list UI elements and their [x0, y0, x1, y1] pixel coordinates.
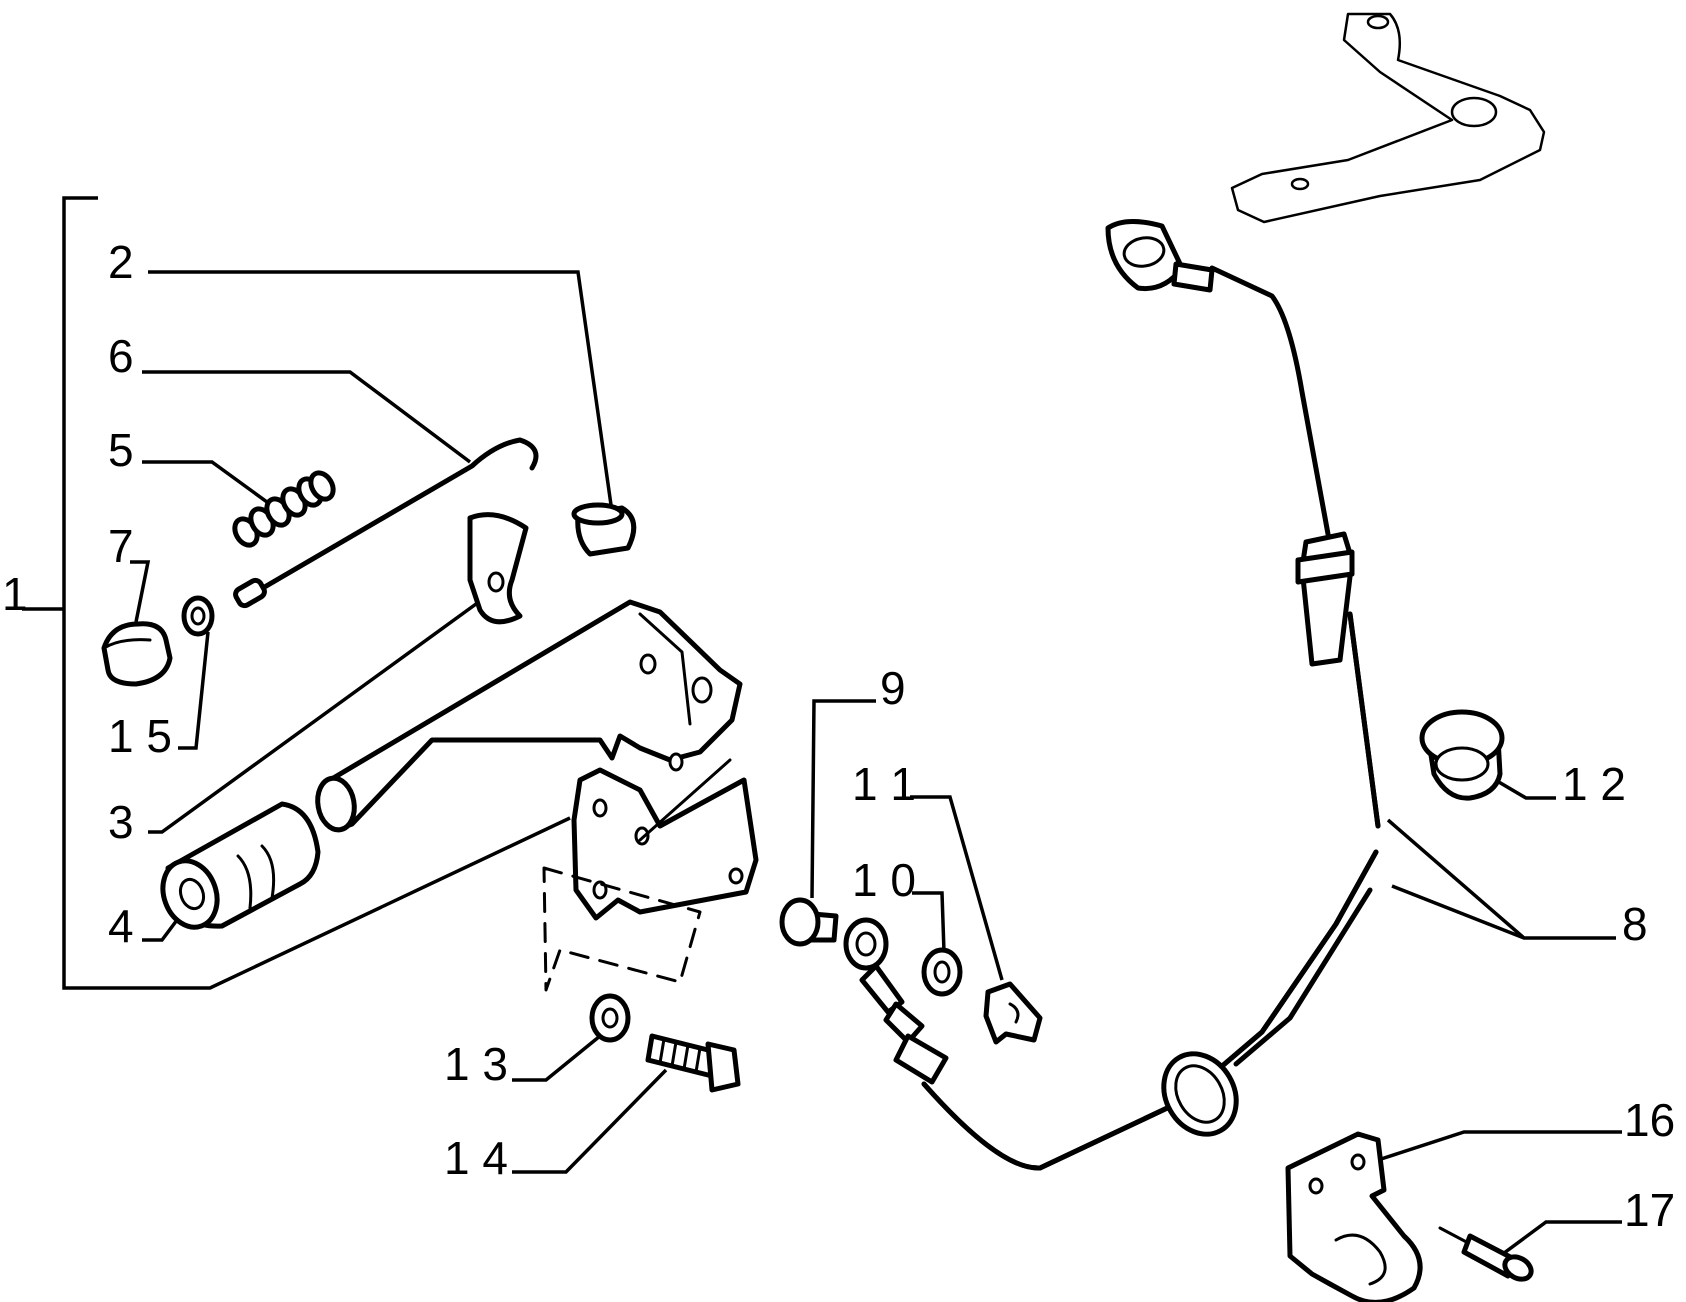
callout-1: 1	[2, 568, 28, 620]
callout-15: 1 5	[108, 710, 172, 762]
leader-7	[130, 560, 151, 623]
reference-linkage-arm	[1230, 12, 1546, 224]
leader-6	[142, 370, 472, 464]
callout-12: 1 2	[1562, 758, 1626, 810]
callout-16: 16	[1624, 1094, 1675, 1146]
reference-outline-dashed	[542, 866, 702, 992]
leader-9	[810, 699, 876, 899]
part-13-washer	[589, 993, 631, 1043]
callout-4: 4	[108, 900, 134, 952]
part-8-cable-upper	[1209, 265, 1381, 829]
callout-8: 8	[1622, 898, 1648, 950]
part-2-button-cap	[571, 502, 637, 557]
part-6-release-rod	[233, 437, 539, 609]
part-12-grommet	[1419, 709, 1505, 801]
callout-7: 7	[108, 520, 134, 572]
part-1-mounting-plate	[571, 758, 759, 921]
leader-13	[512, 1034, 602, 1082]
callout-9: 9	[880, 662, 906, 714]
part-8-cable-eye-end	[1105, 219, 1215, 293]
leader-8	[1386, 818, 1616, 940]
callout-14: 1 4	[444, 1132, 508, 1184]
callout-3: 3	[108, 796, 134, 848]
leader-16	[1377, 1130, 1622, 1162]
callout-10: 1 0	[852, 854, 916, 906]
part-11-clip	[983, 981, 1043, 1045]
callout-2: 2	[108, 236, 134, 288]
callout-5: 5	[108, 424, 134, 476]
part-17-rivet	[1438, 1226, 1534, 1282]
part-cable-eye-terminal	[843, 917, 949, 1085]
leader-2	[148, 270, 614, 513]
callout-13: 1 3	[444, 1038, 508, 1090]
callout-17: 17	[1624, 1184, 1675, 1236]
part-5-spring	[232, 470, 336, 548]
leader-15	[178, 631, 210, 750]
part-9-screw	[779, 897, 839, 947]
leader-11	[910, 795, 1004, 981]
part-7-bushing	[101, 621, 173, 687]
callout-6: 6	[108, 330, 134, 382]
part-10-washer	[921, 947, 963, 997]
leader-12	[1491, 776, 1556, 800]
part-8-cable-lower	[921, 849, 1379, 1171]
part-1-lever-body	[315, 599, 743, 833]
part-16-mounting-clamp	[1285, 1131, 1423, 1302]
assembly-1-bracket	[62, 196, 571, 990]
part-15-washer	[181, 595, 215, 637]
callout-11: 1 1	[852, 758, 916, 810]
part-14-bolt	[645, 1033, 741, 1093]
leader-5	[142, 460, 280, 512]
leader-17	[1498, 1220, 1622, 1258]
leader-10	[912, 891, 946, 953]
part-3-pawl	[467, 512, 529, 625]
leader-3	[148, 602, 478, 834]
part-4-grip	[160, 801, 321, 930]
leader-14	[512, 1068, 668, 1174]
